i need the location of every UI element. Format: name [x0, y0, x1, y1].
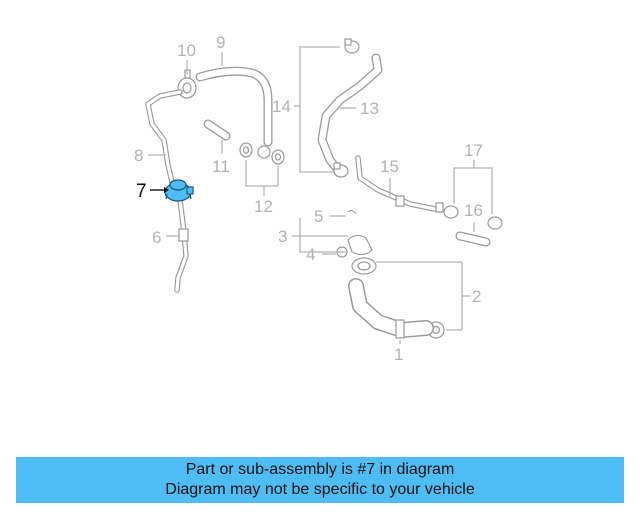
- callout-13: 13: [360, 99, 379, 118]
- callout-3: 3: [278, 227, 287, 246]
- callout-5: 5: [314, 207, 323, 226]
- callout-16: 16: [464, 201, 483, 220]
- callout-4: 4: [306, 245, 315, 264]
- part-17-clamps: [443, 205, 503, 230]
- part-11-hose: [203, 119, 231, 141]
- callout-15: 15: [380, 157, 399, 176]
- part-7-highlighted: [164, 179, 194, 202]
- callout-labels: 10 9 8 6 11 12 13 14 15 16 17 5 4 3 2 1 …: [134, 33, 483, 364]
- callout-14: 14: [272, 97, 291, 116]
- callout-8: 8: [134, 146, 143, 165]
- part-13-hose: [317, 53, 383, 175]
- part-3-connector: [336, 209, 373, 258]
- banner-line-2: Diagram may not be specific to your vehi…: [165, 481, 475, 498]
- banner-line-1: Part or sub-assembly is #7 in diagram: [185, 461, 455, 478]
- part-14-clamps: [333, 38, 360, 178]
- part-6-pipe: [174, 197, 189, 293]
- callout-1: 1: [394, 345, 403, 364]
- part-9-hose: [195, 66, 273, 147]
- part-1-hose: [348, 278, 434, 339]
- callout-11: 11: [212, 157, 230, 176]
- part-8-pipe: [145, 89, 183, 185]
- callout-12: 12: [254, 197, 273, 216]
- callout-2: 2: [472, 287, 481, 306]
- callout-7-highlighted: 7: [136, 181, 147, 202]
- part-16-hose: [455, 231, 491, 247]
- callout-10: 10: [177, 41, 196, 60]
- callout-9: 9: [216, 33, 225, 52]
- info-banner: Part or sub-assembly is #7 in diagram Di…: [16, 457, 624, 503]
- part-12-gaskets: [239, 142, 285, 165]
- parts-diagram: 10 9 8 6 11 12 13 14 15 16 17 5 4 3 2 1 …: [134, 33, 503, 364]
- callout-17: 17: [464, 141, 483, 160]
- callout-6: 6: [152, 228, 161, 247]
- leader-lines: [148, 46, 493, 344]
- part-15-pipe: [355, 155, 444, 213]
- part-2-flange: [351, 257, 445, 339]
